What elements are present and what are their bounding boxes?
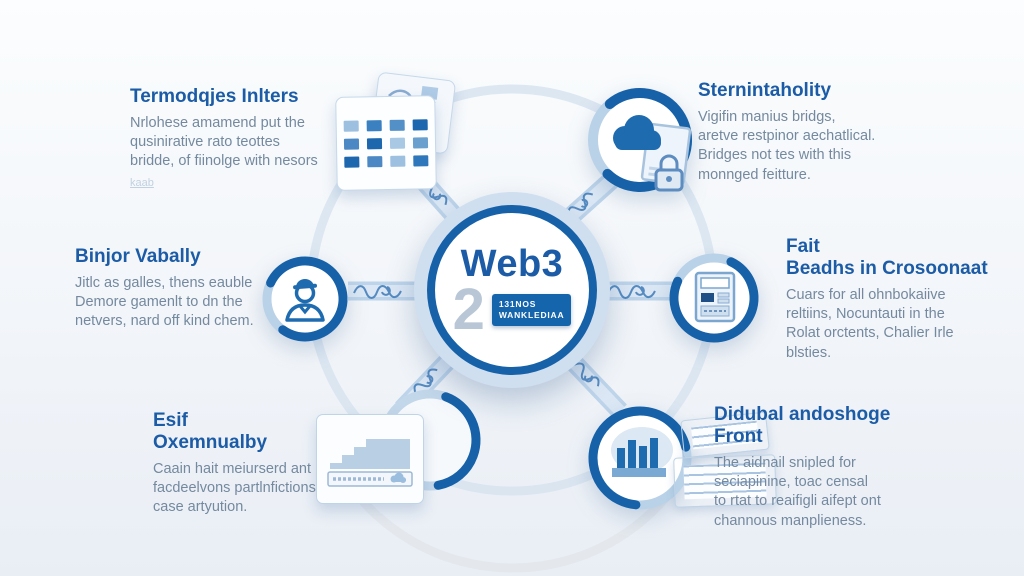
calculator-shape: [694, 271, 736, 323]
bar-chart-shape: [612, 438, 666, 477]
grid-cells: [343, 118, 429, 168]
printer-card: [316, 414, 424, 504]
node-body: Vigifin manius bridgs, aretve restpinor …: [698, 108, 876, 183]
hub-web3: Web3 2 131NOS WANKLEDIAA: [414, 192, 610, 388]
person-shape: [285, 279, 325, 322]
hub-numeral: 2: [452, 277, 485, 343]
node-body: The aidnail snipled for seciapinine, toa…: [714, 454, 881, 529]
node-title: Binjor Vabally: [75, 246, 201, 267]
node-top-right-text: Sternintaholity Vigifin manius bridgs, a…: [698, 80, 875, 185]
bar-chart-cloud-icon: [582, 398, 792, 528]
node-link[interactable]: kaab: [130, 176, 154, 189]
hub-badge-line1: 131NOS: [498, 298, 537, 309]
outer-ring-bottom-arc: [336, 467, 688, 573]
lock-shape: [654, 154, 684, 192]
front-card: [335, 95, 437, 191]
cloud-shape: [613, 115, 661, 150]
node-mid-right-text: Fait Beadhs in Crosoonaat Cuars for all …: [786, 236, 988, 363]
node-body: Nrlohese amamend put the qusinirative ra…: [130, 114, 318, 170]
cloud-lock-icon: [580, 82, 722, 214]
small-cloud-shape: [390, 472, 406, 483]
hub-title: Web3: [460, 243, 564, 286]
node-body: Caain hait meiurserd ant facdeelvons par…: [153, 460, 316, 516]
hub-badge-line2: WANKLEDIAA: [498, 309, 565, 320]
node-top-left-text: Termodqjes Inlters Nrlohese amamend put …: [130, 86, 318, 191]
node-bottom-right-text: Didubal andoshoge Front The aidnail snip…: [714, 404, 890, 531]
hub-badge: 131NOS WANKLEDIAA: [491, 293, 572, 327]
person-icon: [258, 252, 352, 346]
node-bottom-left-text: Esif Oxemnualby Caain hait meiurserd ant…: [153, 410, 316, 518]
node-title: Fait Beadhs in Crosoonaat: [786, 236, 988, 279]
calculator-icon: [664, 248, 764, 348]
printer-steps-icon: [310, 388, 490, 514]
node-title: Esif Oxemnualby: [153, 410, 268, 453]
node-mid-left-text: Binjor Vabally Jitlc as galles, thens ea…: [75, 246, 254, 332]
node-title: Didubal andoshoge Front: [714, 404, 891, 447]
steps-shape: [330, 439, 410, 469]
node-body: Cuars for all ohnbokaiive reltiins, Nocu…: [786, 286, 954, 361]
node-body: Jitlc as galles, thens eauble Demore gam…: [75, 274, 254, 330]
spoke-squiggles: [353, 179, 656, 395]
grid-calendar-icon: [334, 71, 464, 194]
node-title: Sternintaholity: [698, 80, 832, 101]
node-title: Termodqjes Inlters: [130, 86, 299, 107]
hub-inner-circle: Web3 2 131NOS WANKLEDIAA: [427, 205, 597, 375]
